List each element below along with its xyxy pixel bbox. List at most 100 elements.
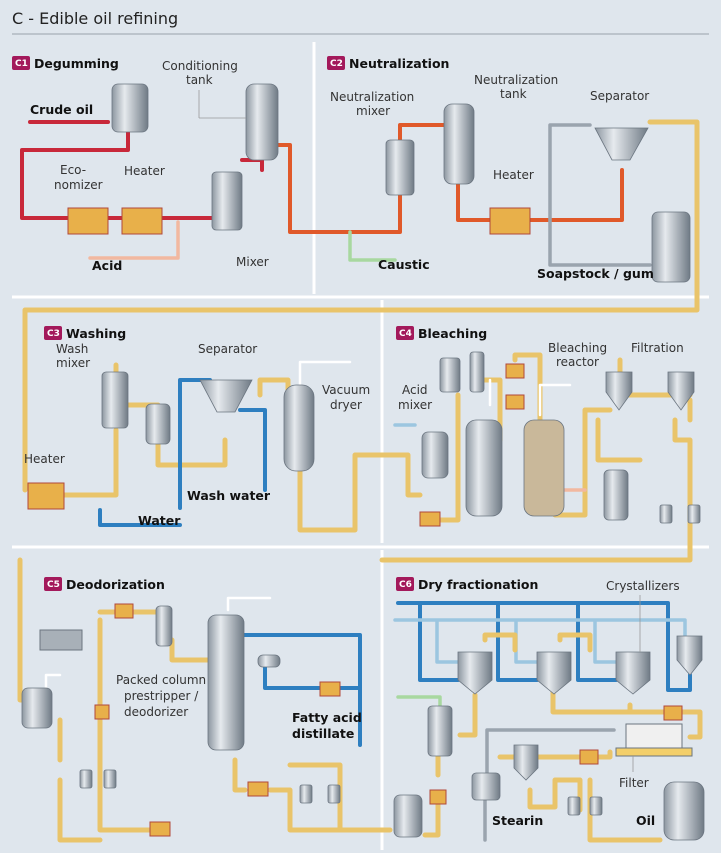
- heat-exchanger-c6c: [429, 789, 447, 805]
- buffer-vessel-c4: [465, 419, 503, 517]
- heat-exchanger-c4b: [505, 394, 525, 410]
- badge-c2-text: C2: [330, 59, 343, 69]
- heater-c2: [489, 207, 531, 235]
- label-heater-c2: Heater: [493, 168, 534, 182]
- label-conditioning-tank: Conditioning: [162, 59, 238, 73]
- economizer: [67, 207, 109, 235]
- label-packed-column: Packed column: [116, 673, 206, 687]
- section-title-neutralization: Neutralization: [349, 56, 449, 71]
- neutralized-oil-pipe: [388, 123, 624, 234]
- badge-c6-text: C6: [399, 580, 412, 590]
- heat-exchanger-c4a: [505, 363, 525, 379]
- label-economizer: Eco-: [60, 163, 86, 177]
- page-title: C - Edible oil refining: [12, 9, 178, 28]
- condenser: [257, 654, 281, 668]
- label-vacuum-dryer: Vacuum: [322, 383, 370, 397]
- panel-dividers: [12, 42, 709, 850]
- stearin-pipe: [483, 728, 616, 842]
- bleaching-reactor: [523, 419, 565, 517]
- polish-filter-2: [687, 504, 701, 524]
- label-oil: Oil: [636, 813, 655, 828]
- crystallizer-3: [615, 651, 651, 695]
- section-bleaching: C4 Bleaching Acid mixer Bleaching reacto…: [379, 326, 701, 563]
- heat-exchanger-c5c: [319, 681, 341, 697]
- conditioned-oil-pipe: [276, 143, 392, 234]
- label-conditioning-tank-2: tank: [186, 73, 213, 87]
- scrubber: [155, 605, 173, 647]
- soapstock-tank: [651, 211, 691, 283]
- vacuum-unit: [39, 629, 83, 651]
- neutralization-mixer: [385, 139, 415, 196]
- mixer-c1: [211, 171, 243, 231]
- section-title-deodorization: Deodorization: [66, 577, 165, 592]
- neutralization-tank: [443, 103, 475, 185]
- oil-to-washing-pipe: [22, 119, 700, 493]
- badge-c5: [44, 577, 62, 591]
- label-fatty-acid: Fatty acid: [292, 710, 362, 725]
- polish-filter-1: [659, 504, 673, 524]
- label-soapstock-gum: Soapstock / gum: [537, 266, 654, 281]
- water-pipe: [98, 508, 182, 527]
- section-deodorization: C5 Deodorization Packed column prestripp…: [17, 557, 423, 843]
- label-caustic: Caustic: [378, 257, 430, 272]
- badge-c3: [44, 326, 62, 340]
- polish-filter-c6a: [567, 796, 581, 816]
- crystallizer-1: [457, 651, 493, 695]
- vapour-pipe-c4: [488, 378, 572, 417]
- label-bleaching-reactor: Bleaching: [548, 341, 607, 355]
- label-heater-c1: Heater: [124, 164, 165, 178]
- polish-filter-c6b: [589, 796, 603, 816]
- caustic-pipe: [348, 230, 397, 262]
- feed-mixer-c6: [427, 705, 453, 757]
- label-acid-mixer: Acid: [402, 383, 428, 397]
- heat-exchanger-c5e: [149, 821, 171, 837]
- stearin-tank: [471, 772, 501, 801]
- filter-vessel-1: [605, 371, 633, 411]
- label-stearin: Stearin: [492, 813, 543, 828]
- badge-c4: [396, 326, 414, 340]
- vacuum-dryer: [283, 384, 315, 472]
- polish-filter-c5b: [103, 769, 117, 789]
- heat-exchanger-c5d: [247, 781, 269, 797]
- oil-tank: [663, 781, 705, 841]
- label-neutralization-tank-2: tank: [500, 87, 527, 101]
- label-packed-column-3: deodorizer: [124, 705, 188, 719]
- label-wash-mixer-2: mixer: [56, 356, 90, 370]
- buffer-tank-c3: [145, 403, 171, 445]
- heater-c1: [121, 207, 163, 235]
- label-mixer: Mixer: [236, 255, 269, 269]
- feed-green-c6: [396, 695, 442, 708]
- badge-c3-text: C3: [47, 329, 60, 339]
- section-title-bleaching: Bleaching: [418, 326, 487, 341]
- soapstock-pipe: [548, 123, 652, 267]
- heat-exchanger-c4c: [419, 511, 441, 527]
- conditioning-tank: [245, 83, 279, 161]
- acid-pipe: [88, 220, 180, 260]
- badge-c1-text: C1: [15, 59, 28, 69]
- badge-c1: [12, 56, 30, 70]
- heat-exchanger-c6b: [579, 749, 599, 765]
- wash-mixer: [101, 371, 129, 429]
- label-neutralization-mixer: Neutralization: [330, 90, 414, 104]
- label-neutralization-mixer-2: mixer: [356, 104, 390, 118]
- deodorized-oil-tank: [393, 794, 423, 838]
- label-acid-mixer-2: mixer: [398, 398, 432, 412]
- section-title-washing: Washing: [66, 326, 126, 341]
- label-economizer-2: nomizer: [54, 178, 103, 192]
- oil-pipe-c3: [42, 362, 395, 533]
- cooling-water-c6: [396, 601, 692, 692]
- label-filtration: Filtration: [631, 341, 684, 355]
- filtrate-tank: [603, 469, 629, 521]
- label-separator-c2: Separator: [590, 89, 649, 103]
- acid-dosing-tank: [421, 431, 449, 479]
- chilled-water-c6: [393, 618, 687, 664]
- label-neutralization-tank: Neutralization: [474, 73, 558, 87]
- filter-vessel-2: [667, 371, 695, 411]
- crystallizer-2: [536, 651, 572, 695]
- label-water: Water: [138, 513, 181, 528]
- section-neutralization: C2 Neutralization Neutralization tank Ne…: [22, 56, 700, 493]
- vapour-pipe-c3: [298, 360, 352, 387]
- label-vacuum-dryer-2: dryer: [330, 398, 362, 412]
- acid-mixer: [439, 357, 461, 393]
- polish-filter-c5c: [299, 784, 313, 804]
